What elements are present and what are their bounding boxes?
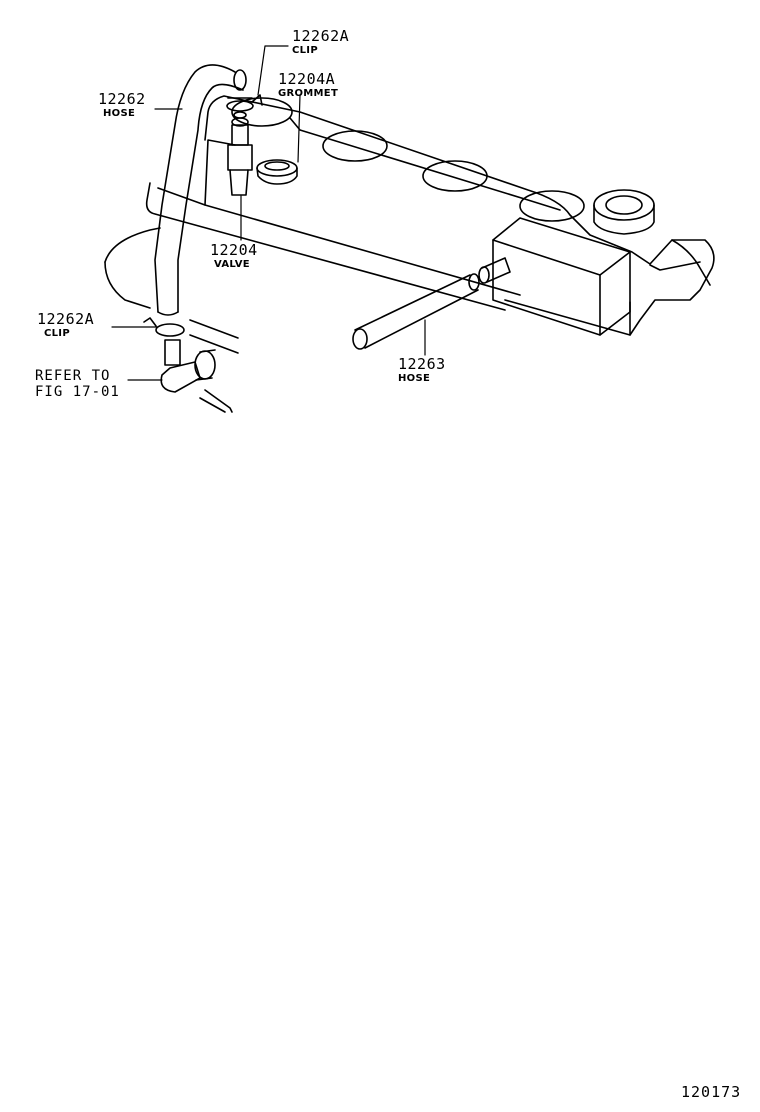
leader-lines — [111, 45, 426, 381]
elbow-fitting — [160, 339, 216, 393]
clip-top-part-number: 12262A — [292, 27, 350, 45]
grommet-part — [256, 159, 298, 185]
pcv-valve-part — [227, 111, 253, 196]
head-cover-outline — [104, 95, 715, 413]
refer-line-2: FIG 17-01 — [35, 384, 120, 400]
clip-bottom-name: CLIP — [44, 328, 70, 339]
valve-part-number: 12204 — [210, 241, 258, 259]
clip-top-name: CLIP — [292, 45, 318, 56]
hose-right-name: HOSE — [398, 373, 431, 384]
grommet-name: GROMMET — [278, 88, 339, 99]
hose-left-part-number: 12262 — [98, 90, 146, 108]
left-hose-part — [154, 64, 247, 316]
bottom-clip-part — [143, 317, 185, 337]
hose-right-part-number: 12263 — [398, 355, 446, 373]
valve-name: VALVE — [214, 259, 250, 270]
refer-line-1: REFER TO — [35, 368, 111, 384]
figure-number: 120173 — [681, 1083, 742, 1101]
hose-left-name: HOSE — [103, 108, 136, 119]
top-clip-part — [226, 94, 263, 112]
grommet-part-number: 12204A — [278, 70, 336, 88]
clip-bottom-part-number: 12262A — [37, 310, 95, 328]
rear-block — [492, 217, 631, 336]
right-hose-part — [352, 257, 511, 350]
spark-plug-caps — [231, 97, 585, 222]
oil-filler-cap — [593, 189, 655, 235]
